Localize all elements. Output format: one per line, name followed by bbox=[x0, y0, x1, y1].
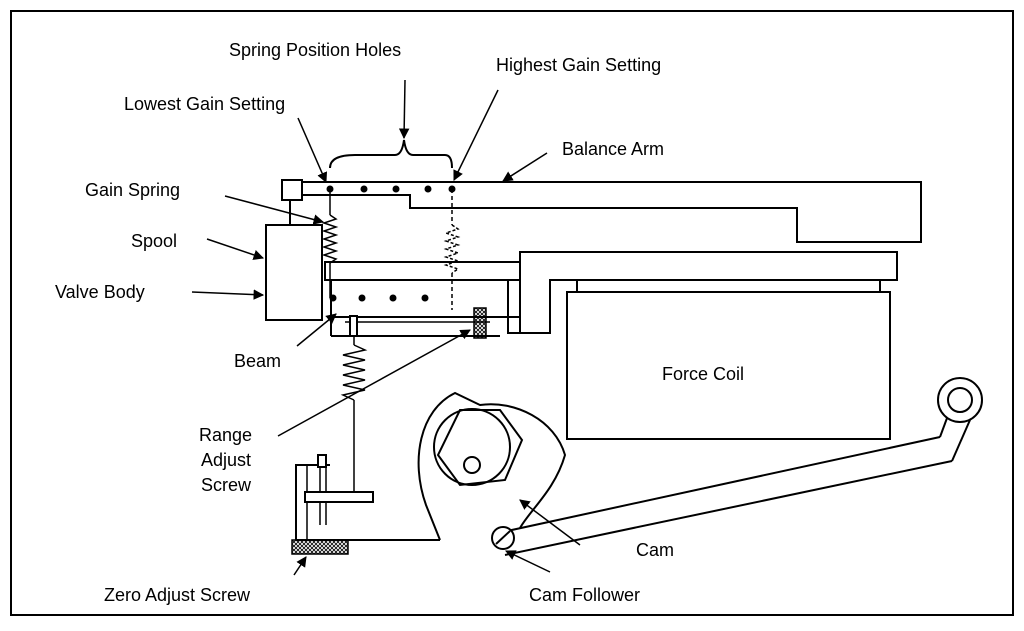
label-range-adjust-screw-line-3: Screw bbox=[201, 475, 252, 495]
cam bbox=[417, 391, 567, 541]
label-spring-position-holes: Spring Position Holes bbox=[229, 40, 401, 60]
balance-arm-end-block bbox=[281, 179, 303, 201]
zero-adjust-screw-knob bbox=[291, 539, 349, 555]
label-gain-spring: Gain Spring bbox=[85, 180, 180, 200]
spring-hole bbox=[392, 185, 400, 193]
label-balance-arm: Balance Arm bbox=[562, 139, 664, 159]
label-valve-body: Valve Body bbox=[55, 282, 145, 302]
holes-brace bbox=[329, 139, 453, 169]
spring-hole bbox=[360, 185, 368, 193]
lever-pivot-outer bbox=[937, 377, 983, 423]
spring-hole bbox=[424, 185, 432, 193]
zero-adjust-bracket bbox=[295, 454, 440, 541]
cam-hub bbox=[433, 408, 511, 486]
label-highest-gain-setting: Highest Gain Setting bbox=[496, 55, 661, 75]
leader-lines bbox=[191, 79, 581, 576]
label-cam: Cam bbox=[636, 540, 674, 560]
cam-follower-lever bbox=[491, 377, 983, 556]
label-spool: Spool bbox=[131, 231, 177, 251]
balance-arm bbox=[282, 181, 922, 243]
beam-assembly bbox=[324, 261, 521, 337]
label-beam: Beam bbox=[234, 351, 281, 371]
label-zero-adjust-screw: Zero Adjust Screw bbox=[104, 585, 251, 605]
lever-pivot-inner bbox=[947, 387, 973, 413]
force-coil bbox=[566, 291, 891, 440]
force-coil-frame bbox=[507, 251, 898, 334]
range-adjust-screw-knob bbox=[473, 307, 487, 339]
range-spring bbox=[340, 336, 368, 492]
diagram-border bbox=[10, 10, 1014, 616]
label-force-coil: Force Coil bbox=[662, 364, 744, 384]
gain-spring-alternate-position bbox=[443, 189, 461, 310]
label-range-adjust-screw-line-2: Adjust bbox=[201, 450, 251, 470]
label-range-adjust-screw-line-1: Range bbox=[199, 425, 252, 445]
label-lowest-gain-setting: Lowest Gain Setting bbox=[124, 94, 285, 114]
spring-position-holes bbox=[326, 185, 456, 193]
cam-center bbox=[463, 456, 481, 474]
label-cam-follower: Cam Follower bbox=[529, 585, 640, 605]
valve-body bbox=[265, 224, 323, 321]
